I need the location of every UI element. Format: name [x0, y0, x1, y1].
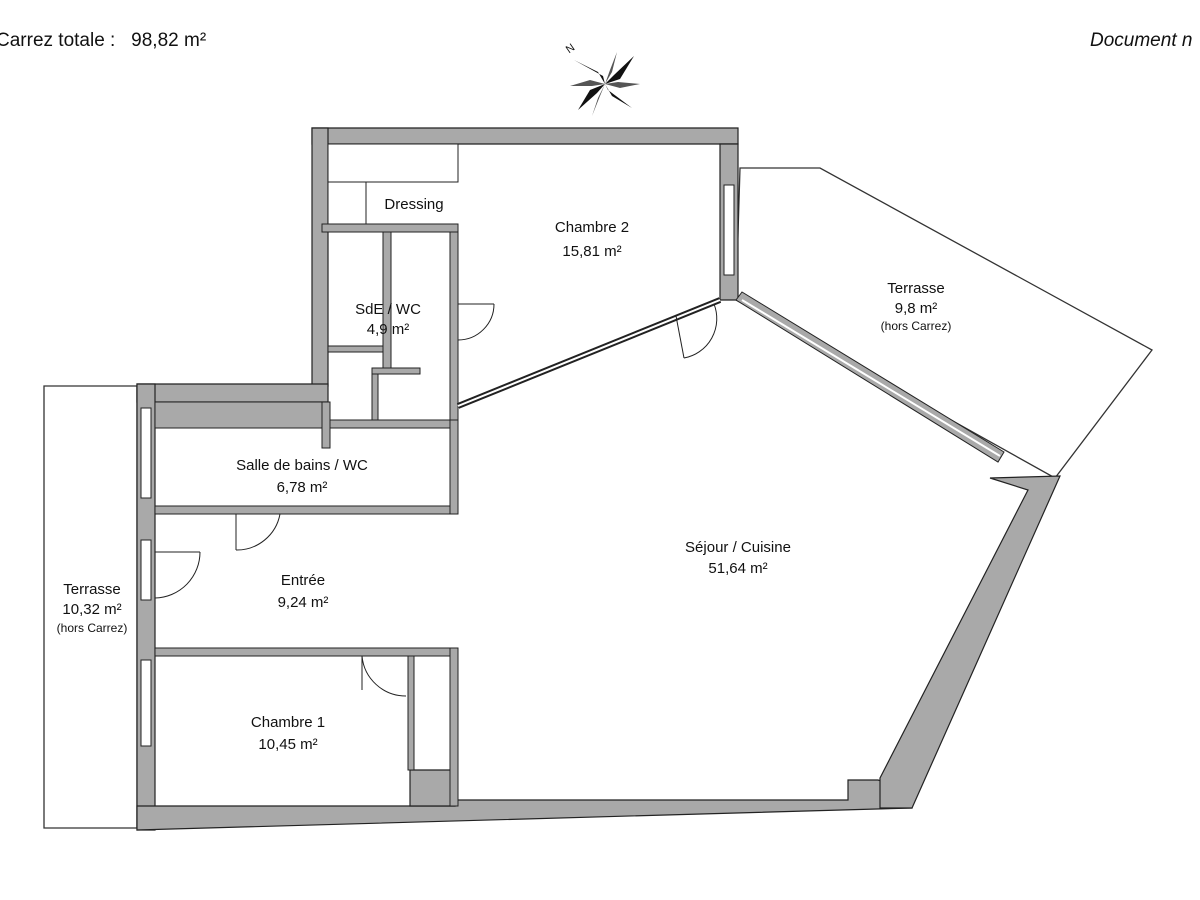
- room-terrasse-east-name: Terrasse: [887, 280, 945, 297]
- room-terrasse-east-note: (hors Carrez): [881, 319, 952, 333]
- room-chambre1-area: 10,45 m²: [258, 736, 317, 753]
- carrez-total-value: 98,82 m²: [131, 30, 207, 51]
- carrez-total: Carrez totale : 98,82 m²: [0, 30, 206, 52]
- doors: [154, 303, 718, 697]
- room-sejour-cuisine: Séjour / Cuisine 51,64 m²: [685, 539, 791, 577]
- chambre2-window: [723, 184, 735, 276]
- document-reference: Document n: [1090, 30, 1193, 51]
- room-terrasse-west: Terrasse 10,32 m² (hors Carrez): [57, 581, 128, 635]
- room-dressing: Dressing: [384, 196, 443, 213]
- room-salle-de-bains-name: Salle de bains / WC: [236, 457, 368, 474]
- room-chambre1-name: Chambre 1: [251, 714, 325, 731]
- room-terrasse-west-name: Terrasse: [63, 581, 121, 598]
- room-salle-de-bains-area: 6,78 m²: [277, 479, 328, 496]
- room-chambre2-area: 15,81 m²: [562, 243, 621, 260]
- room-terrasse-east-area: 9,8 m²: [895, 300, 938, 317]
- room-chambre2-name: Chambre 2: [555, 219, 629, 236]
- room-entree: Entrée 9,24 m²: [278, 572, 329, 611]
- room-chambre2: Chambre 2 15,81 m²: [555, 219, 629, 260]
- room-sejour-cuisine-name: Séjour / Cuisine: [685, 539, 791, 556]
- carrez-total-label: Carrez totale :: [0, 30, 116, 51]
- room-sde-wc-area: 4,9 m²: [367, 321, 410, 338]
- compass-north-letter: N: [564, 42, 577, 56]
- room-salle-de-bains: Salle de bains / WC 6,78 m²: [236, 457, 368, 496]
- chambre2-glass-partition: [456, 297, 722, 409]
- room-entree-name: Entrée: [281, 572, 325, 589]
- room-dressing-name: Dressing: [384, 196, 443, 213]
- room-terrasse-west-note: (hors Carrez): [57, 621, 128, 635]
- room-terrasse-west-area: 10,32 m²: [62, 601, 121, 618]
- room-chambre1: Chambre 1 10,45 m²: [251, 714, 325, 753]
- room-terrasse-east: Terrasse 9,8 m² (hors Carrez): [881, 280, 952, 333]
- west-windows: [140, 407, 152, 747]
- east-window-wall: [735, 291, 1005, 463]
- room-entree-area: 9,24 m²: [278, 594, 329, 611]
- room-sde-wc-name: SdE / WC: [355, 301, 421, 318]
- room-sde-wc: SdE / WC 4,9 m²: [355, 301, 421, 338]
- compass-rose-icon: N: [564, 42, 640, 116]
- room-sejour-cuisine-area: 51,64 m²: [708, 560, 767, 577]
- interior-walls: [154, 143, 459, 807]
